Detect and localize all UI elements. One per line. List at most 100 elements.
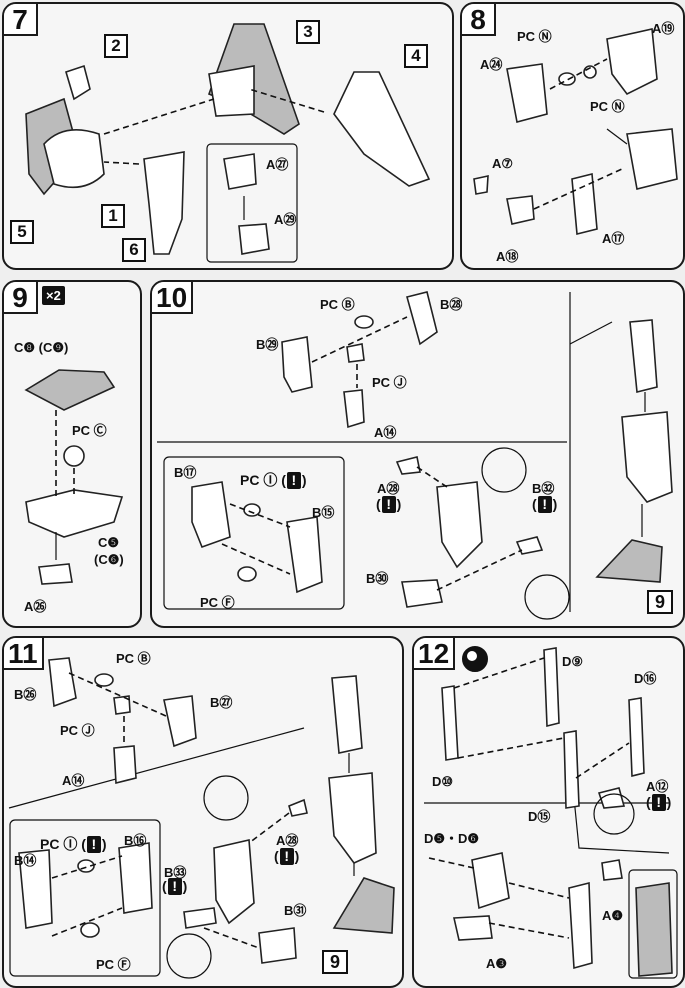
label-a28: A㉘ <box>377 481 400 496</box>
callout-1: 1 <box>101 204 125 228</box>
label-b30: B㉚ <box>366 571 389 586</box>
shoulder-armor-part <box>606 28 658 96</box>
pc-c-part <box>63 445 85 467</box>
label-pcn-1: PC Ⓝ <box>517 29 552 44</box>
inset-part-a29 <box>238 223 270 255</box>
step-12-diagram <box>424 647 678 979</box>
label-a19: A⑲ <box>652 21 675 36</box>
label-a12: A⑫ <box>646 779 669 794</box>
step-9-panel: 9 ×2 C❽ (C❾) PC Ⓒ C❺ (C❻) A㉖ <box>2 280 142 628</box>
inner-leg-b16-part <box>118 842 153 914</box>
label-c6: (C❻) <box>94 552 124 567</box>
label-c5: C❺ <box>98 535 120 550</box>
label-pcj: PC Ⓙ <box>372 375 407 390</box>
thigh-part <box>629 319 658 394</box>
tool-marker-icon <box>462 646 488 672</box>
foot-cover-part <box>24 369 116 411</box>
head-part <box>65 64 91 101</box>
warn-a12: (!) <box>646 794 672 811</box>
chest-body-part <box>43 128 105 189</box>
label-pci-warn: PC Ⓘ (!) <box>240 472 307 489</box>
joint-a12-part <box>597 787 626 809</box>
label-b16: B⑯ <box>124 833 147 848</box>
step-11-panel: 11 PC Ⓑ B㉖ B㉗ PC Ⓙ A⑭ <box>2 636 404 988</box>
shoulder-plate-part <box>571 172 598 236</box>
step-11-number: 11 <box>4 638 44 670</box>
shoulder-joint-part <box>506 195 535 225</box>
lower-leg-part-11 <box>213 839 255 925</box>
step-10-diagram <box>157 291 673 620</box>
step-7-panel: 7 2 3 4 1 5 6 A㉗ A㉙ <box>2 2 454 270</box>
backpack-part <box>208 65 255 117</box>
step-8-diagram <box>473 28 678 236</box>
step-7-diagram <box>25 23 431 263</box>
step-10-panel: 10 PC Ⓑ B㉘ B㉙ PC <box>150 280 685 628</box>
label-b17: B⑰ <box>174 465 197 480</box>
warn-b32: (!) <box>532 496 558 513</box>
step-10-number: 10 <box>152 282 194 314</box>
label-pci-warn-11: PC Ⓘ (!) <box>40 836 107 853</box>
pc-j-part-11 <box>113 695 131 715</box>
step-8-number: 8 <box>462 4 496 36</box>
lower-leg-part <box>436 481 483 569</box>
step-9-number: 9 <box>4 282 38 314</box>
label-pcj-11: PC Ⓙ <box>60 723 95 738</box>
label-b14: B⑭ <box>14 853 37 868</box>
label-d5-d6: D❺・D❻ <box>424 831 480 846</box>
label-pcb-11: PC Ⓑ <box>116 651 151 666</box>
label-pcf-11: PC Ⓕ <box>96 957 131 972</box>
label-a26: A㉖ <box>24 599 47 614</box>
label-pcn-2: PC Ⓝ <box>590 99 625 114</box>
label-a3: A❸ <box>486 956 508 971</box>
label-a7: A⑦ <box>492 156 514 171</box>
label-d10: D⑩ <box>432 774 454 789</box>
label-a18: A⑱ <box>496 249 519 264</box>
label-b31: B㉛ <box>284 903 307 918</box>
label-pcc: PC Ⓒ <box>72 423 107 438</box>
warn-a28: (!) <box>376 496 402 513</box>
label-d9: D⑨ <box>562 654 584 669</box>
label-a28-11: A㉘ <box>276 833 299 848</box>
label-b33: B㉝ <box>164 865 187 880</box>
label-a14: A⑭ <box>374 425 397 440</box>
ankle-part-11 <box>183 907 217 929</box>
label-a14-11: A⑭ <box>62 773 85 788</box>
shoulder-assembled-part <box>626 128 678 190</box>
step-12-panel: 12 D⑨ D⑯ D⑩ D⑮ A⑫ (!) D❺・D❻ A❹ A❸ <box>412 636 685 988</box>
warn-a28-11: (!) <box>274 848 300 865</box>
leg-armor-b29-part <box>281 336 313 393</box>
foot-base-part <box>25 489 124 538</box>
label-d16: D⑯ <box>634 671 657 686</box>
label-b29: B㉙ <box>256 337 279 352</box>
inner-leg-b14-part <box>18 849 53 929</box>
label-b28: B㉘ <box>440 297 463 312</box>
shoulder-frame-part <box>506 63 548 123</box>
bar-d15-part <box>563 730 580 809</box>
multiplier-badge: ×2 <box>42 286 65 305</box>
leg-armor-b27-part <box>163 695 197 748</box>
ankle-part <box>401 579 443 608</box>
shield-a3-part <box>453 915 493 941</box>
step-9-diagram <box>24 369 124 585</box>
step-12-number: 12 <box>414 638 456 670</box>
label-b15: B⑮ <box>312 505 335 520</box>
heel-part <box>38 563 73 585</box>
label-a24: A㉔ <box>480 57 503 72</box>
label-b27: B㉗ <box>210 695 233 710</box>
leg-armor-b28-part <box>406 291 438 346</box>
callout-5: 5 <box>10 220 34 244</box>
full-leg-part-11 <box>328 772 377 864</box>
step-7-number: 7 <box>4 4 38 36</box>
foot-part <box>595 539 663 583</box>
label-a17: A⑰ <box>602 231 625 246</box>
foot-part-11 <box>332 877 395 934</box>
bar-d10-part <box>441 685 459 761</box>
ref-step-9-11: 9 <box>322 950 348 974</box>
thigh-part-11 <box>331 675 363 754</box>
label-d15: D⑮ <box>528 809 551 824</box>
label-b32: B㉜ <box>532 481 555 496</box>
bar-d16-part <box>628 697 645 778</box>
label-pcf: PC Ⓕ <box>200 595 235 610</box>
step-11-diagram <box>8 657 395 979</box>
label-a29: A㉙ <box>274 212 297 227</box>
